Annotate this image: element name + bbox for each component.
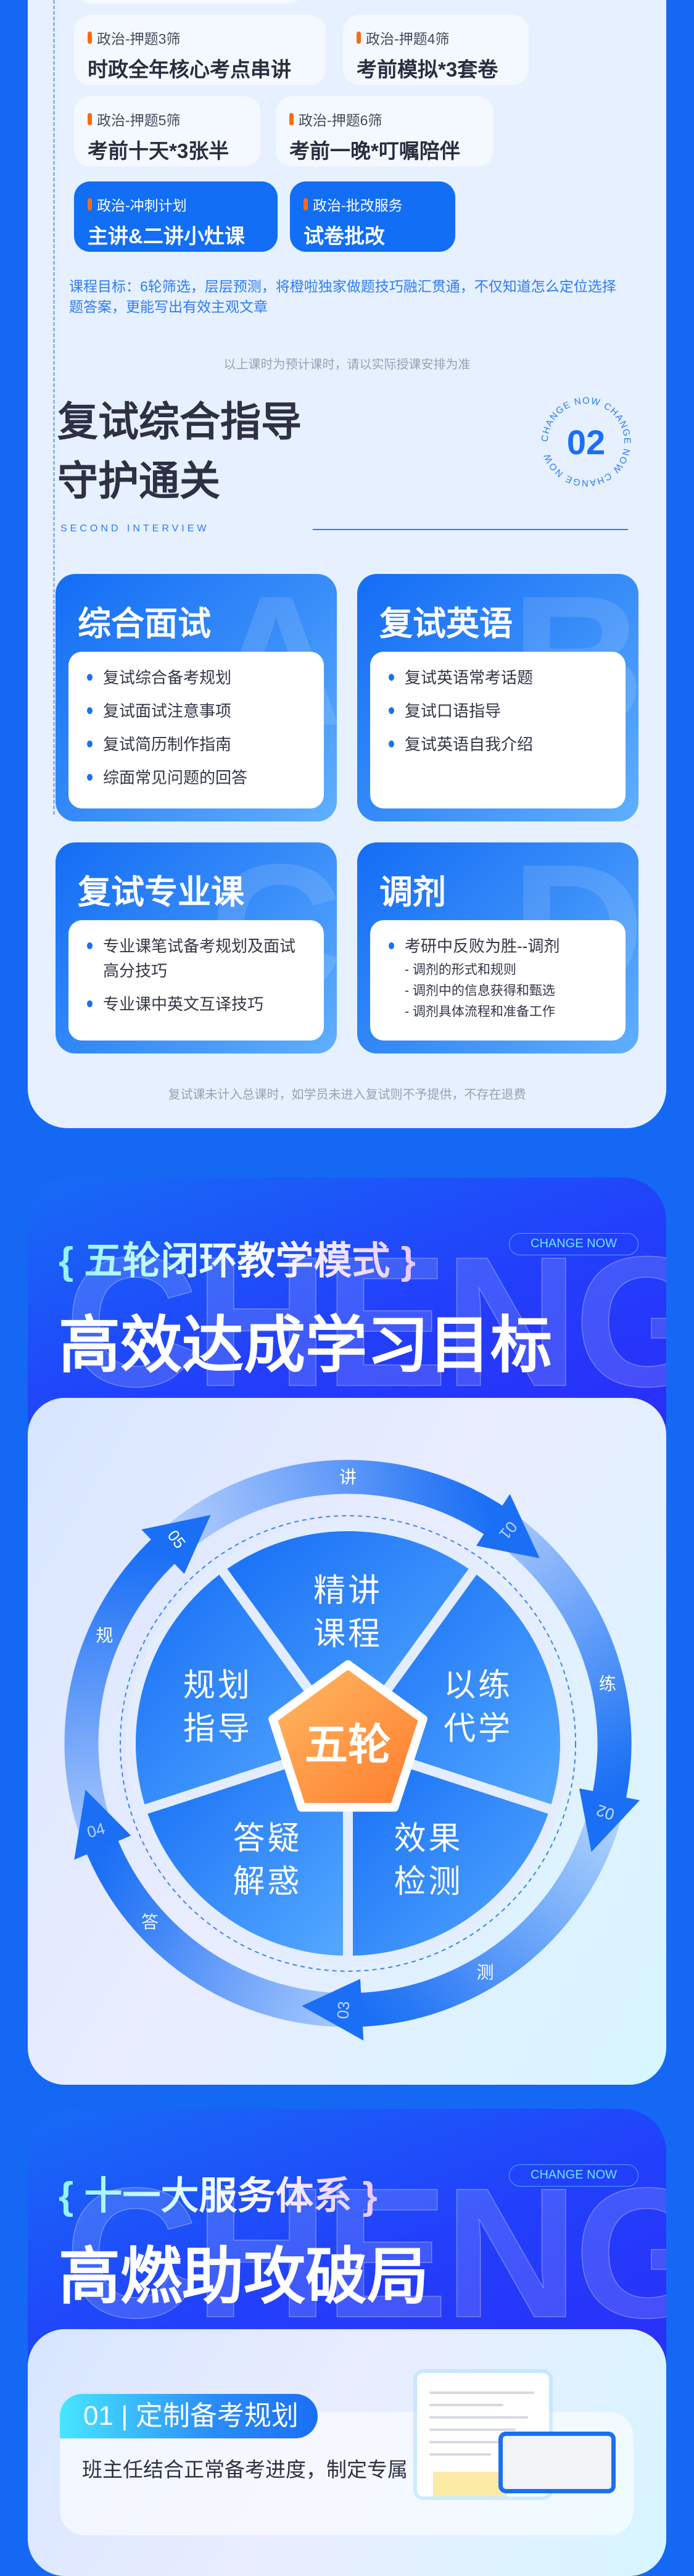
segment-label: 效果: [394, 1821, 463, 1857]
interview-title-line1: 复试综合指导: [57, 399, 302, 444]
course-tag: 政治-押题3筛: [97, 31, 181, 47]
section-number-badge: CHANGE NOW CHANGE NOW CHANGE NOW 02: [540, 396, 632, 488]
course-title: 考前一晚*叮嘱陪伴: [289, 139, 460, 162]
interview-title: 复试综合指导 守护通关: [57, 392, 302, 510]
five-rounds-diagram: 01讲02练03测04答05规精讲课程以练代学效果检测答疑解惑规划指导五轮: [64, 1460, 640, 2041]
course-card-highlight: 政治-批改服务 试卷批改: [290, 181, 455, 252]
arrow-step-label: 练: [599, 1674, 616, 1693]
list-item: 专业课笔试备考规划及面试高分技巧: [85, 934, 308, 983]
tag-marker-icon: [304, 198, 308, 210]
cycle-arrow-band: [64, 1535, 194, 1967]
timeline-dashed-line: [53, 0, 55, 815]
tag-marker-icon: [289, 113, 294, 125]
course-card: 政治-押题3筛 时政全年核心考点串讲: [74, 15, 326, 85]
tag-marker-icon: [88, 198, 92, 210]
list-item: 复试英语自我介绍: [386, 732, 609, 757]
segment-label: 代学: [444, 1711, 513, 1747]
tag-marker-icon: [88, 113, 92, 125]
course-tag: 政治-押题4筛: [366, 31, 450, 47]
dashed-ring: [120, 1515, 576, 1972]
interview-subtitle: SECOND INTERVIEW: [60, 523, 210, 534]
course-title: 考前十天*3张半: [88, 139, 229, 162]
segment-label: 答疑: [233, 1821, 302, 1857]
pie-segment: [215, 1521, 481, 1748]
sub-item: - 调剂具体流程和准备工作: [405, 1005, 555, 1019]
brand-watermark: CHENGLA: [64, 2148, 666, 2357]
list-item: 复试口语指导: [386, 699, 609, 723]
service-title-pill: 01 | 定制备考规划: [60, 2394, 318, 2438]
course-title: 主讲&二讲小灶课: [88, 225, 245, 247]
list-item: 复试英语常考话题: [386, 665, 609, 690]
document-table: [433, 2472, 507, 2496]
list-item: 考研中反败为胜--调剂: [386, 934, 609, 958]
course-tag: 政治-冲刺计划: [97, 197, 187, 214]
tag-marker-icon: [88, 31, 92, 44]
card-title: 综合面试: [78, 605, 211, 642]
section-headline: 高效达成学习目标: [59, 1311, 552, 1380]
change-now-badge: CHANGE NOW: [509, 1233, 638, 1255]
course-card: 政治-押题5筛 考前十天*3张半: [74, 96, 260, 167]
card-title: 复试专业课: [78, 874, 244, 911]
sub-item: - 调剂的形式和规则: [405, 963, 516, 977]
section-headline: 高燃助攻破局: [59, 2242, 429, 2311]
badge-number: 02: [567, 423, 605, 462]
list-item: 复试综合备考规划: [85, 665, 308, 690]
course-card: 政治-押题4筛 考前模拟*3套卷: [343, 15, 529, 85]
course-card: 政治-押题6筛 考前一晚*叮嘱陪伴: [276, 96, 494, 167]
course-goal: 课程目标：6轮筛选，层层预测，将橙啦独家做题技巧融汇贯通，不仅知道怎么定位选择题…: [69, 278, 616, 315]
card-title: 复试英语: [379, 605, 513, 642]
course-tag: 政治-押题5筛: [97, 112, 181, 128]
hours-note: 以上课时为预计课时，请以实际授课安排为准: [223, 358, 471, 372]
segment-label: 以练: [444, 1668, 513, 1703]
segment-label: 指导: [183, 1711, 252, 1747]
list-item: 复试面试注意事项: [85, 699, 308, 723]
segment-label: 解惑: [233, 1864, 302, 1900]
center-label: 五轮: [305, 1721, 391, 1769]
segment-label: 课程: [313, 1616, 382, 1652]
arrow-step-label: 讲: [339, 1468, 357, 1487]
section-bracket-title: { 十一大服务体系 }: [59, 2164, 378, 2220]
sub-item: - 调剂中的信息获得和甄选: [405, 984, 555, 998]
interview-note: 复试课未计入总课时，如学员未进入复试则不予提供，不存在退费: [168, 1088, 526, 1102]
card-title: 调剂: [379, 874, 446, 911]
five-rounds-header: CHENGLA { 五轮闭环教学模式 } CHANGE NOW 高效达成学习目标: [28, 1178, 666, 1424]
arrow-step-label: 规: [96, 1626, 113, 1645]
course-title: 考前模拟*3套卷: [357, 58, 498, 81]
list-item: 综面常见问题的回答: [85, 765, 308, 790]
course-card-partial: [77, 0, 303, 4]
interview-title-line2: 守护通关: [57, 458, 220, 504]
interview-card-english: B 复试英语 复试英语常考话题 复试口语指导 复试英语自我介绍: [357, 574, 638, 821]
list-item: 复试简历制作指南: [85, 732, 308, 757]
services-header: CHENGLA { 十一大服务体系 } CHANGE NOW 高燃助攻破局: [28, 2109, 666, 2368]
arrowhead-icon: [141, 1514, 211, 1574]
subtitle-divider: [313, 529, 628, 530]
course-tag: 政治-批改服务: [313, 197, 403, 214]
segment-label: 规划: [183, 1668, 252, 1703]
center-pentagon: [268, 1660, 428, 1812]
service-description: 班主任结合正常备考进度，制定专属: [82, 2458, 408, 2481]
course-card-highlight: 政治-冲刺计划 主讲&二讲小灶课: [74, 181, 278, 252]
document-preview-image: [498, 2432, 616, 2493]
section-bracket-title: { 五轮闭环教学模式 }: [59, 1229, 416, 1285]
interview-card-comprehensive: A 综合面试 复试综合备考规划 复试面试注意事项 复试简历制作指南 综面常见问题…: [56, 574, 337, 821]
list-item: 专业课中英文互译技巧: [85, 992, 308, 1016]
course-tag: 政治-押题6筛: [299, 112, 382, 128]
interview-card-major: C 复试专业课 专业课笔试备考规划及面试高分技巧 专业课中英文互译技巧: [56, 842, 337, 1053]
segment-label: 精讲: [313, 1573, 382, 1609]
segment-label: 检测: [394, 1864, 463, 1900]
course-title: 试卷批改: [304, 225, 385, 247]
tag-marker-icon: [357, 31, 361, 44]
brand-watermark: CHENGLA: [64, 1217, 666, 1424]
interview-card-adjustment: D 调剂 考研中反败为胜--调剂 - 调剂的形式和规则 - 调剂中的信息获得和甄…: [357, 842, 638, 1053]
course-title: 时政全年核心考点串讲: [88, 58, 291, 81]
change-now-badge: CHANGE NOW: [509, 2164, 638, 2187]
